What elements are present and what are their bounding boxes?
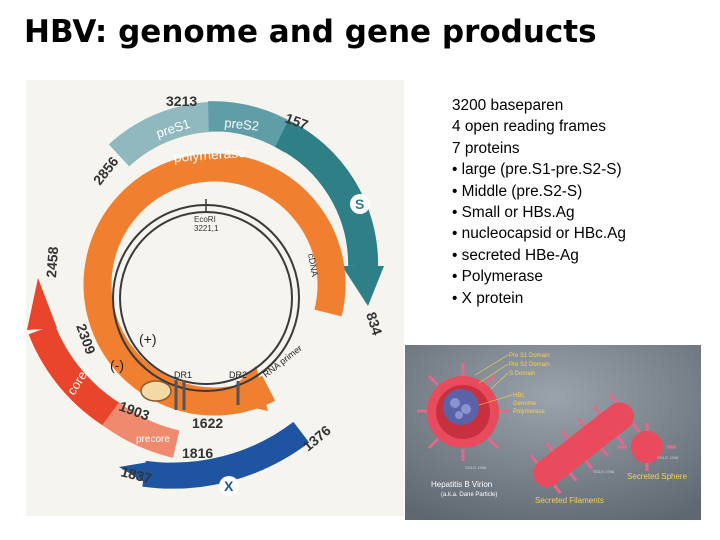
- secreted-sphere-label: Secreted Sphere: [627, 472, 688, 481]
- pos-3213: 3213: [166, 93, 197, 109]
- hbv-facts-list: 3200 baseparen 4 open reading frames 7 p…: [452, 95, 626, 309]
- virion-illustration-panel: Pre S1 Domain Pre S2 Domain S Domain HBc…: [405, 345, 701, 520]
- fact-line: • nucleocapsid or HBc.Ag: [452, 225, 626, 243]
- slide-title: HBV: genome and gene products: [24, 14, 597, 50]
- precore-orf-arc: [102, 402, 180, 458]
- fact-line: • Polymerase: [452, 268, 543, 286]
- pres2-domain-label: Pre S2 Domain: [509, 362, 550, 368]
- hbc-label: HBc: [513, 393, 524, 399]
- pos-2458: 2458: [43, 246, 61, 278]
- pos-1376: 1376: [300, 422, 334, 454]
- hepatitis-b-virion-label: Hepatitis B Virion: [431, 480, 492, 489]
- genome-label: Genome: [513, 401, 537, 407]
- pres1-domain-label: Pre S1 Domain: [509, 353, 550, 359]
- pos-1837: 1837: [119, 463, 153, 486]
- pos-2856: 2856: [90, 153, 122, 188]
- cdna-label: cDNA: [306, 253, 320, 278]
- plus-strand-label: (+): [139, 331, 157, 347]
- virion-credit-3: ©DLG 1998: [657, 455, 679, 460]
- dr2-label: DR2: [229, 370, 247, 380]
- fact-line: • Small or HBs.Ag: [452, 204, 575, 222]
- s-label-badge: [350, 194, 370, 214]
- dane-particle-label: (a.k.a. Dane Particle): [441, 492, 497, 498]
- minus-strand-circle: [119, 211, 293, 385]
- s-domain-label: S Domain: [509, 371, 535, 377]
- pos-834: 834: [363, 310, 386, 337]
- secreted-filament: [529, 392, 641, 495]
- ecori-position: 3221,1: [194, 224, 219, 233]
- x-orf-arrowhead: [119, 462, 149, 485]
- core-orf-arc: [28, 323, 123, 429]
- pos-1816: 1816: [182, 445, 213, 461]
- rna-primer-arrow: [255, 359, 277, 377]
- virion-illustration: Pre S1 Domain Pre S2 Domain S Domain HBc…: [405, 345, 701, 520]
- secreted-filaments-label: Secreted Filaments: [535, 496, 604, 505]
- secreted-sphere: [618, 423, 676, 471]
- minus-strand-label: (-): [110, 357, 124, 373]
- s-orf-arrowhead: [342, 266, 384, 306]
- polymerase-protein-blob: [140, 380, 172, 402]
- virion-credit-2: ©DLG 1998: [593, 469, 615, 474]
- s-label: S: [355, 196, 364, 212]
- pres2-label: preS2: [224, 115, 260, 134]
- fact-line: 4 open reading frames: [452, 118, 607, 136]
- x-label-badge: [219, 476, 239, 496]
- x-orf-arc: [142, 421, 310, 489]
- fact-line: • X protein: [452, 289, 524, 307]
- rna-primer-label: RNA primer: [261, 343, 304, 380]
- fact-line: • large (pre.S1-pre.S2-S): [452, 161, 622, 179]
- x-label: X: [224, 478, 234, 494]
- fact-line: • Middle (pre.S2-S): [452, 182, 583, 200]
- virion-credit-1: ©DLG 1998: [465, 465, 487, 470]
- fact-line: 7 proteins: [452, 139, 520, 157]
- polymerase-orf-arc: [83, 153, 346, 416]
- core-orf-arrowhead: [27, 278, 57, 330]
- hbv-genome-map: preS1 preS2 polymerase S core precore X …: [27, 93, 386, 496]
- polymerase-protein-label: Polymerase: [513, 409, 545, 415]
- polymerase-label: polymerase: [173, 144, 247, 165]
- dr1-label: DR1: [174, 370, 192, 380]
- dane-particle: [417, 363, 509, 461]
- s-orf-arc: [274, 119, 379, 267]
- pos-1622: 1622: [192, 415, 223, 431]
- fact-line: • secreted HBe-Ag: [452, 246, 579, 264]
- precore-label: precore: [136, 434, 170, 445]
- ecori-label: EcoRI: [194, 215, 216, 224]
- pos-157: 157: [283, 110, 311, 133]
- fact-line: 3200 baseparen: [452, 97, 564, 114]
